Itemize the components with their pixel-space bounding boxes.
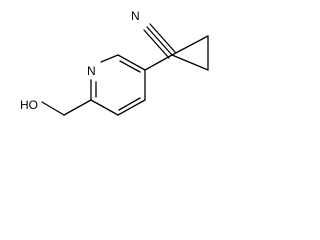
bond-c3-quaternary bbox=[144, 54, 173, 71]
bond-n1-c2 bbox=[100, 54, 119, 63]
double-bond-c2-c3 bbox=[119, 60, 141, 73]
bond-c5-c6 bbox=[90, 99, 119, 116]
bond-cp-1 bbox=[171, 35, 209, 56]
nitrile-bond-2 bbox=[149, 23, 176, 53]
hydroxymethyl-group bbox=[41, 99, 92, 116]
double-bond-c4-c5 bbox=[118, 97, 141, 111]
cyclopropane-ring bbox=[171, 35, 209, 71]
nitrile-bond-1 bbox=[146, 26, 173, 56]
hydroxyl-label: HO bbox=[20, 98, 38, 112]
bond-c6-ch2 bbox=[63, 99, 92, 116]
bond-ch2-o bbox=[41, 101, 65, 116]
ring-nitrogen-label: N bbox=[87, 64, 96, 78]
nitrile-bond-3 bbox=[143, 29, 170, 59]
nitrile-nitrogen-label: N bbox=[131, 9, 140, 23]
molecule-structure: N HO N bbox=[20, 9, 209, 116]
nitrile-group bbox=[143, 23, 176, 59]
bond-c2-c3 bbox=[117, 54, 146, 71]
pyridine-ring bbox=[90, 54, 146, 116]
bond-cp-3 bbox=[171, 54, 209, 71]
bond-c4-c5 bbox=[117, 99, 146, 116]
